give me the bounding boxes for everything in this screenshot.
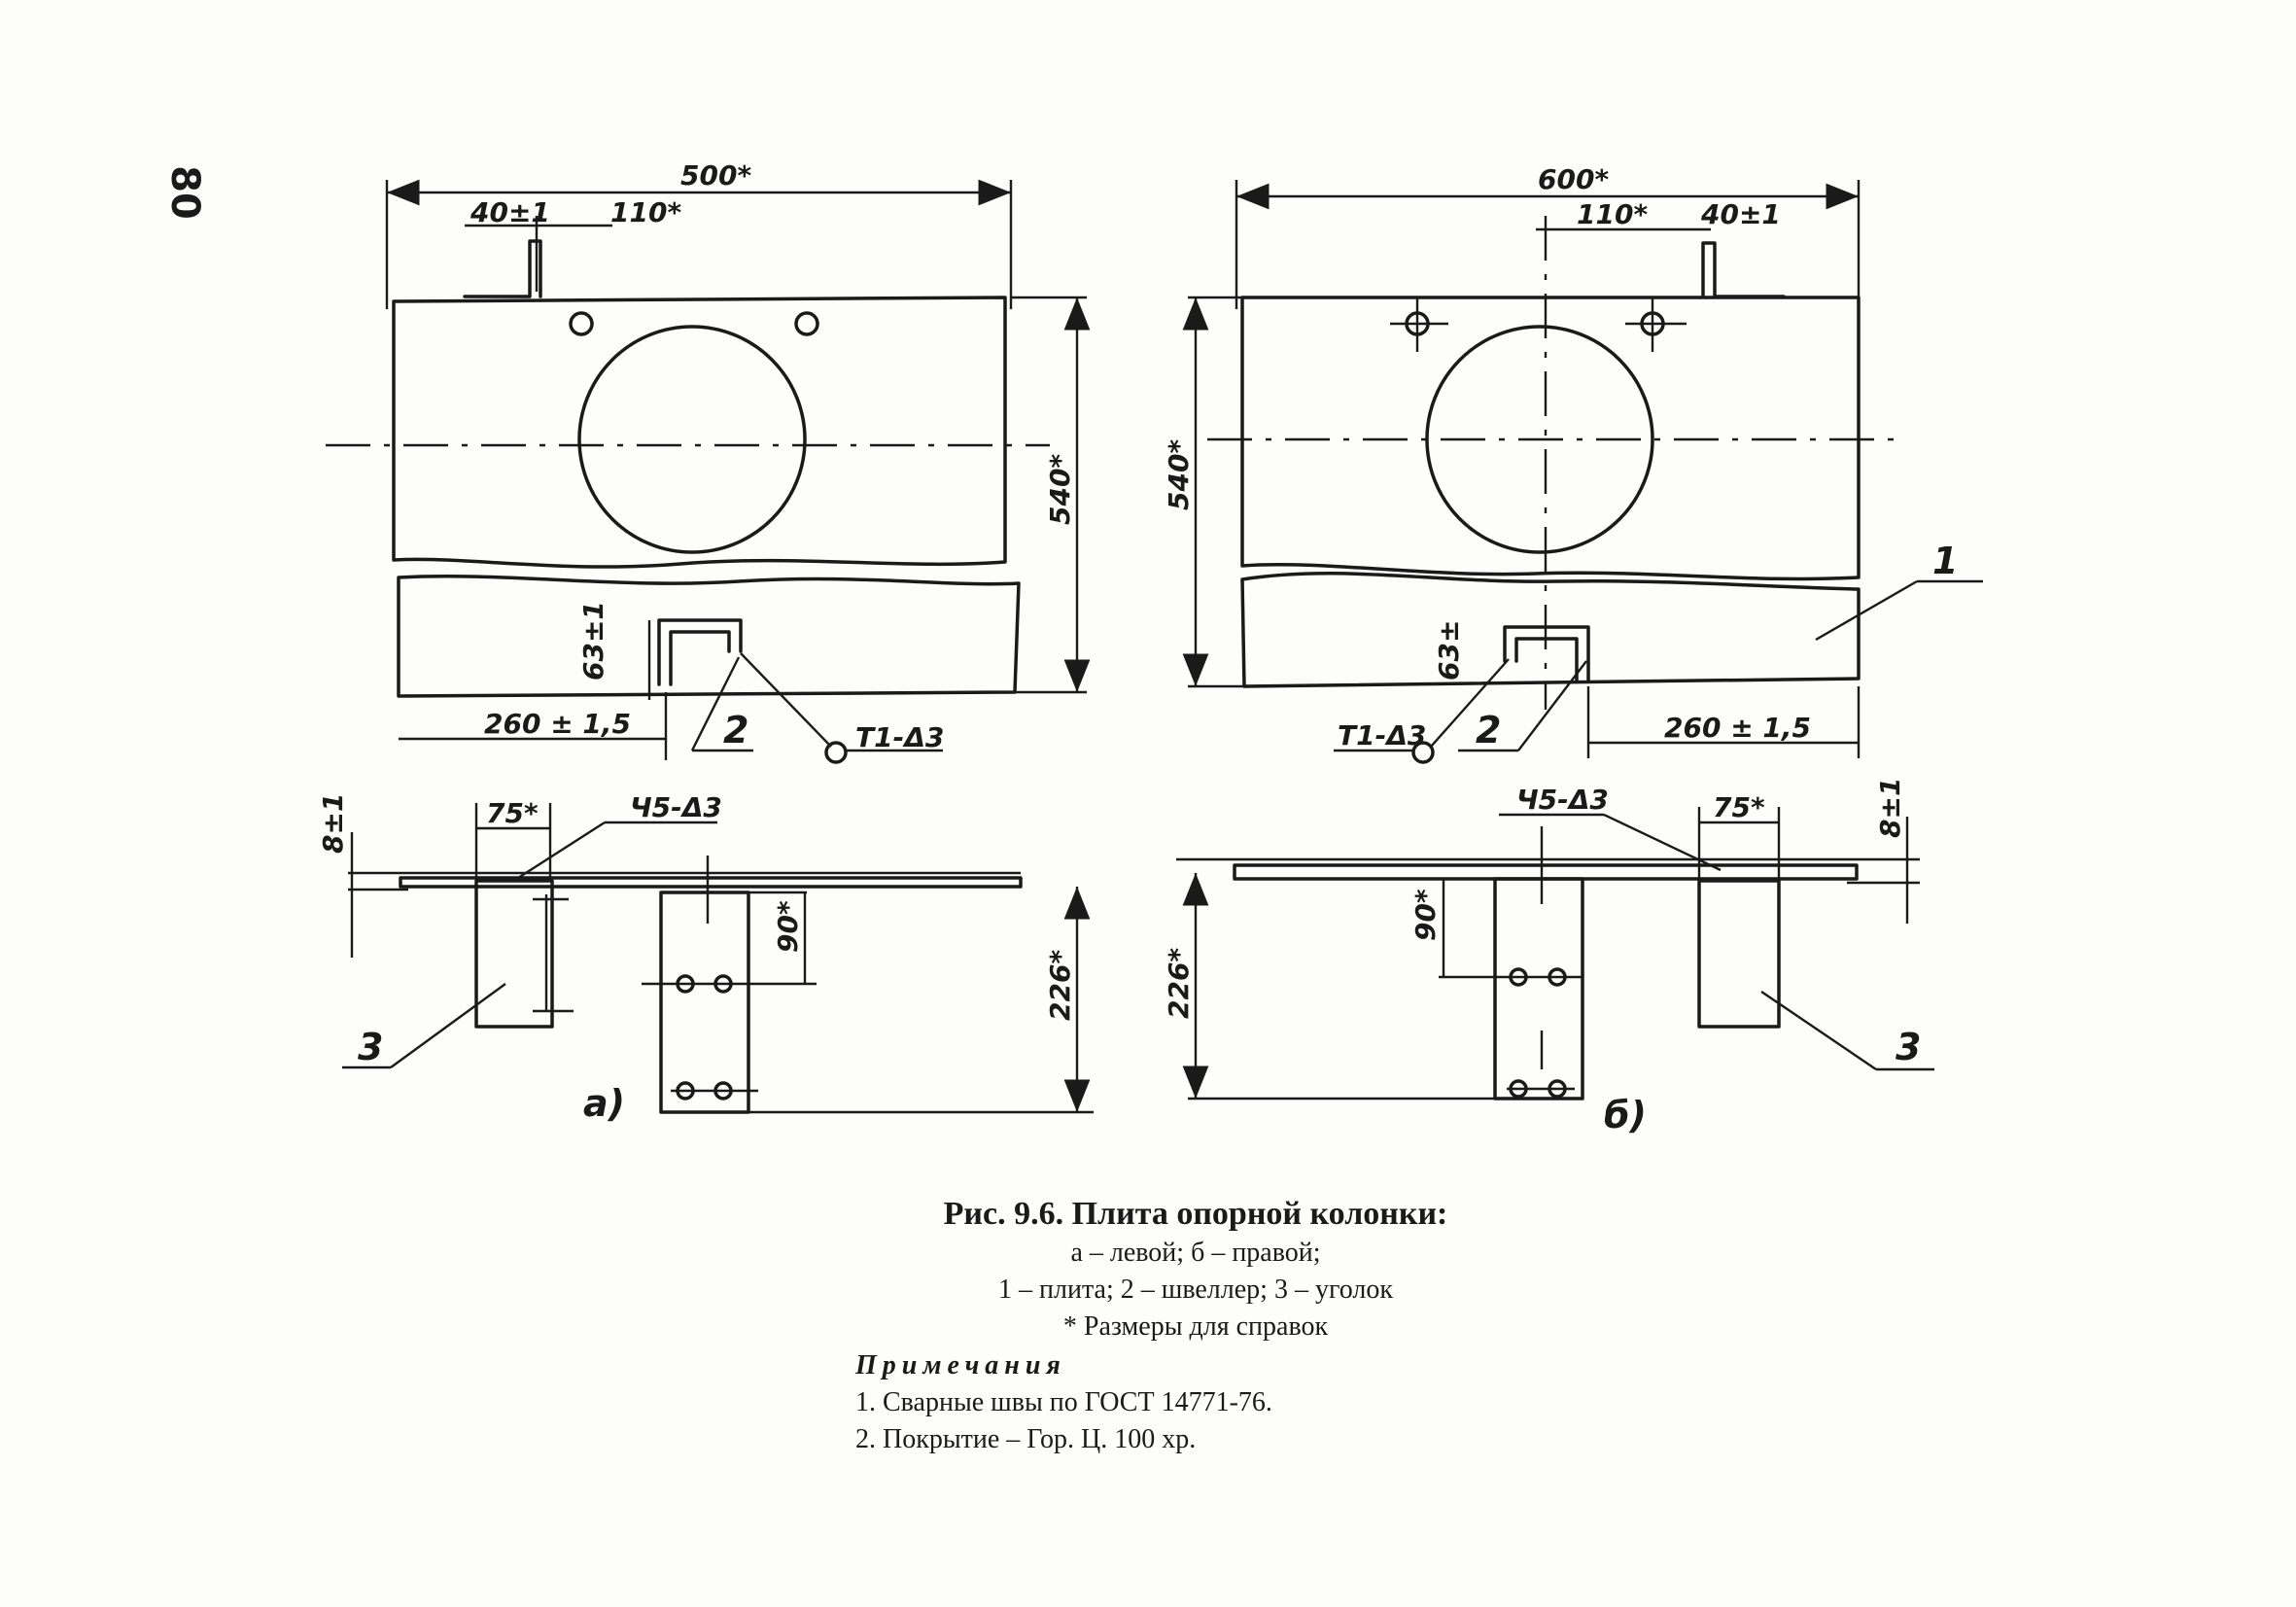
view-b-plan: 600* 110* 40±1 540* 63± [1163,163,1983,764]
angle-leg [1697,879,1781,1029]
offset-label: 260 ± 1,5 [484,708,631,740]
channel-profile [1503,625,1590,682]
angle-thickness-label: 40±1 [470,196,550,228]
channel-side-view [1493,877,1584,1100]
channel-profile [657,618,743,686]
channel-height-label: 63± [1433,620,1465,681]
caption-title: Рис. 9.6. Плита опорной колонки: [943,1196,1448,1232]
angle-offset-label: 110* [610,196,681,228]
leader-line [740,652,832,748]
height-label: 540* [1044,454,1076,525]
offset-label: 260 ± 1,5 [1664,712,1811,744]
thickness-label: 8±1 [1874,778,1906,838]
plate-side-view [399,876,1023,889]
callout-angle: 3 [358,1026,383,1068]
hole-offset-label: 90* [772,900,804,953]
leader-line [390,983,506,1068]
figure-caption: Рис. 9.6. Плита опорной колонки: а – лев… [855,1194,1536,1458]
leader-line [1760,991,1877,1070]
leader-line [1603,813,1722,872]
weld-label-side: Ч5-Δ3 [630,791,722,823]
channel-height-label: 63±1 [577,601,609,681]
weld-label-side: Ч5-Δ3 [1516,784,1609,816]
weld-symbol [1411,741,1435,764]
view-letter-b: б) [1604,1094,1647,1136]
thickness-label: 8±1 [317,793,349,854]
plate-upper-part [392,296,1007,569]
height-label: 540* [1163,439,1195,510]
leader-line [690,656,741,751]
angle-profile [1701,241,1786,298]
angle-thickness-label: 40±1 [1700,198,1781,230]
angle-width-label: 75* [486,797,539,829]
callout-channel: 2 [1476,709,1501,751]
central-opening [577,325,807,554]
axis-offset-label: 110* [1577,198,1648,230]
callout-channel: 2 [723,709,748,751]
side-height-label: 226* [1163,948,1195,1019]
plate-side-view [1233,863,1859,881]
note-item: 1. Сварные швы по ГОСТ 14771-76. [855,1387,1272,1417]
plate-upper-part [1240,296,1861,581]
weld-label-top: T1-Δ3 [1338,719,1426,751]
callout-plate: 1 [1932,540,1958,582]
view-letter-a: а) [583,1082,625,1125]
bolt-hole [794,311,819,336]
angle-profile [463,239,542,298]
plate-lower-part [397,575,1021,698]
bolt-hole [569,311,594,336]
leader-line [1815,579,1918,642]
caption-line: 1 – плита; 2 – швеллер; 3 – уголок [998,1275,1393,1305]
side-height-label: 226* [1044,950,1076,1021]
plate-lower-part [1240,572,1861,688]
callout-angle: 3 [1896,1026,1921,1068]
width-label: 500* [680,159,751,192]
view-b-side: 8±1 75* Ч5-Δ3 90* [1163,778,1934,1136]
caption-line: а – левой; б – правой; [1070,1238,1321,1268]
notes-heading: Примечания [855,1350,1066,1380]
leader-line [1430,658,1510,748]
caption-line: * Размеры для справок [1062,1311,1329,1342]
weld-symbol [824,741,848,764]
width-label: 600* [1538,163,1609,195]
channel-side-view [659,891,750,1114]
view-a-plan: 500* 40±1 110* 540* 63±1 [326,159,1091,764]
angle-width-label: 75* [1713,791,1765,823]
view-a-side: 8±1 75* Ч5-Δ3 90* [317,791,1094,1125]
note-item: 2. Покрытие – Гор. Ц. 100 хр. [855,1424,1197,1454]
hole-offset-label: 90* [1409,889,1442,941]
leader-line [1517,660,1587,751]
weld-label-top: T1-Δ3 [855,721,944,753]
angle-leg [474,879,554,1029]
leader-line [514,821,606,882]
